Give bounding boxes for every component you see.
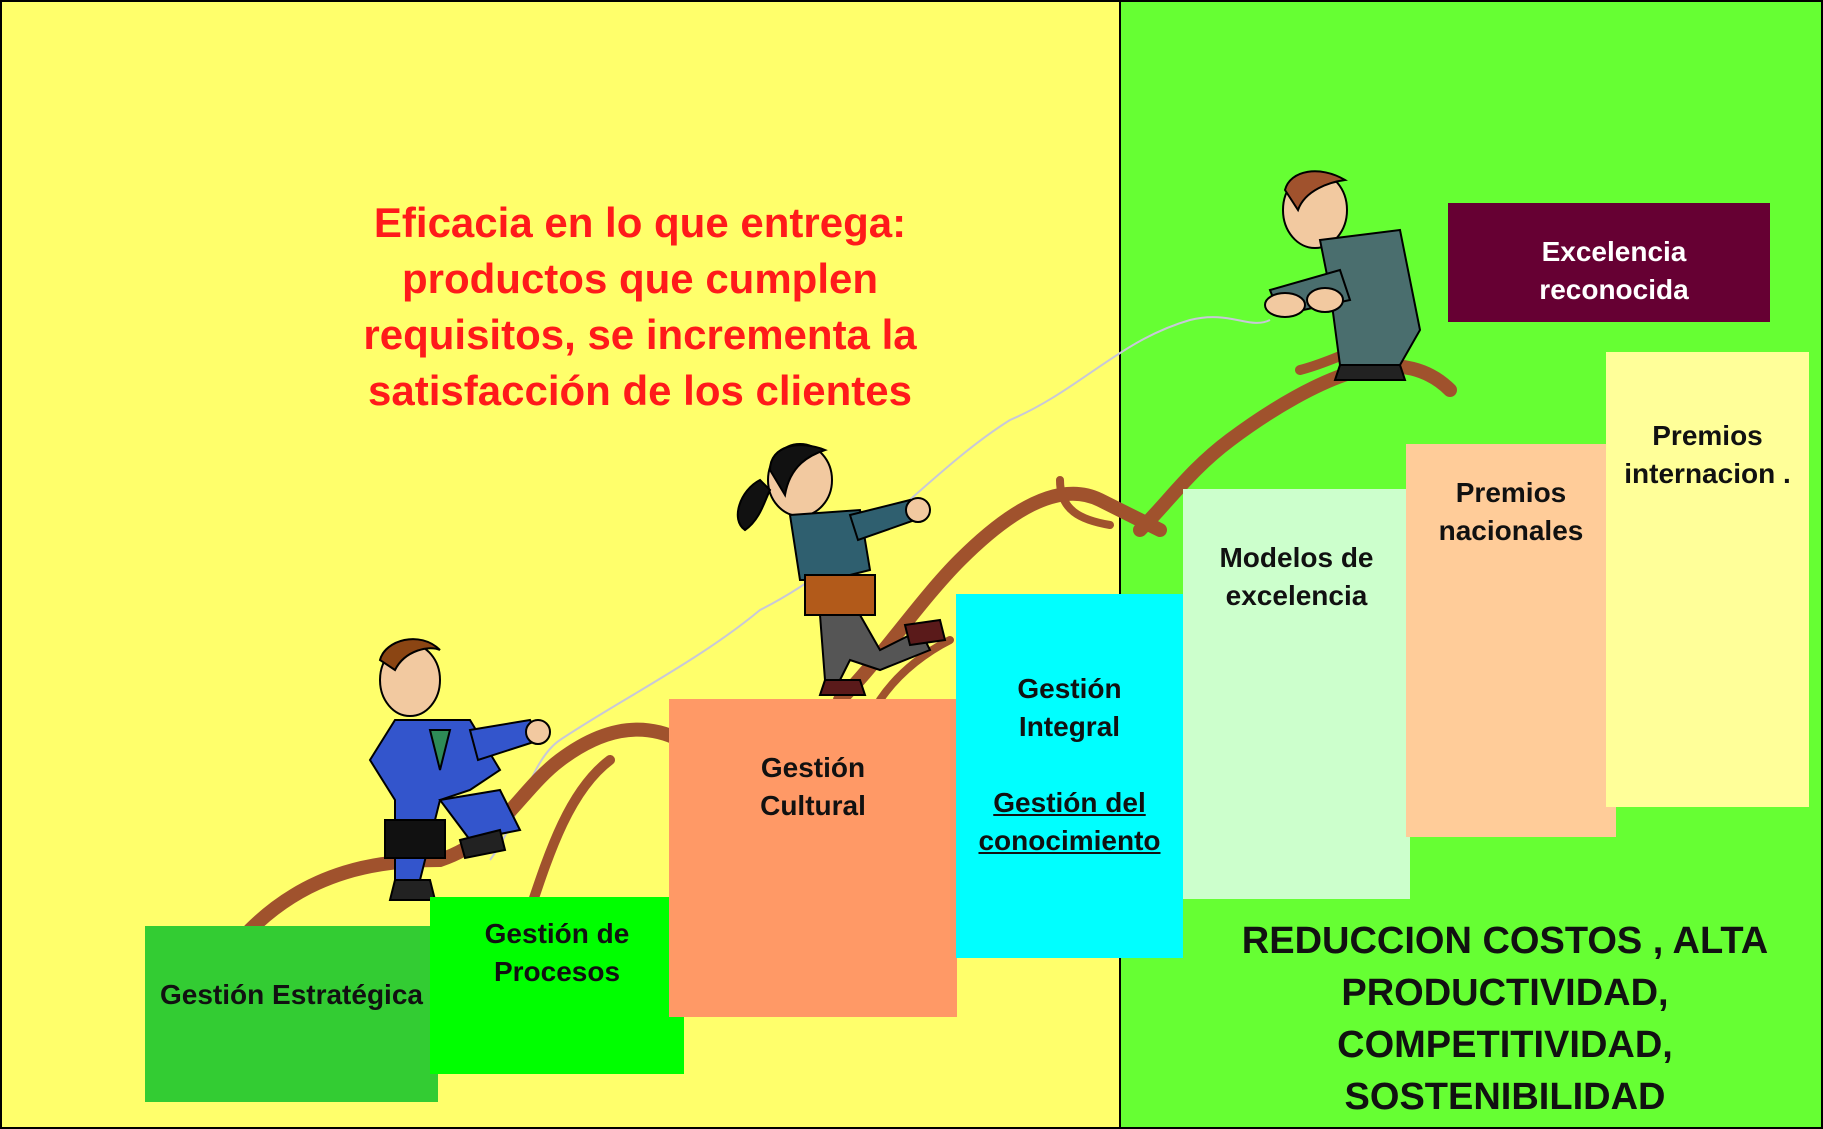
step-modelos-de-excelencia: Modelos de excelencia: [1183, 489, 1410, 899]
step-label: Premios internacion .: [1624, 420, 1791, 489]
step-label: Gestión Cultural: [760, 752, 866, 821]
businessman-at-top-icon: [1264, 170, 1422, 381]
step-label: Modelos de excelencia: [1219, 542, 1374, 611]
slide-title: Eficacia en lo que entrega: productos qu…: [363, 199, 917, 414]
step-gestion-estrategica: Gestión Estratégica: [145, 926, 438, 1102]
step-premios-internacionales: Premios internacion .: [1606, 352, 1809, 807]
step-label: Premios nacionales: [1438, 477, 1584, 546]
step-label: Gestión de Procesos: [484, 918, 630, 987]
step-gestion-de-procesos: Gestión de Procesos: [430, 897, 684, 1074]
benefits-text: REDUCCION COSTOS , ALTA PRODUCTIVIDAD, C…: [1241, 920, 1769, 1118]
step-label: Gestión Estratégica: [160, 979, 423, 1010]
award-label: Excelencia reconocida: [1539, 236, 1689, 305]
step-sublabel: Gestión del conocimiento: [978, 787, 1161, 856]
businesswoman-climbing-icon: [736, 443, 947, 696]
award-excelencia-reconocida: Excelencia reconocida: [1448, 203, 1770, 322]
step-gestion-integral: Gestión Integral Gestión del conocimient…: [956, 594, 1183, 958]
businessman-climbing-icon: [368, 638, 551, 901]
step-label: Gestión Integral: [1017, 673, 1122, 742]
step-premios-nacionales: Premios nacionales: [1406, 444, 1616, 837]
step-gestion-cultural: Gestión Cultural: [669, 699, 957, 1017]
